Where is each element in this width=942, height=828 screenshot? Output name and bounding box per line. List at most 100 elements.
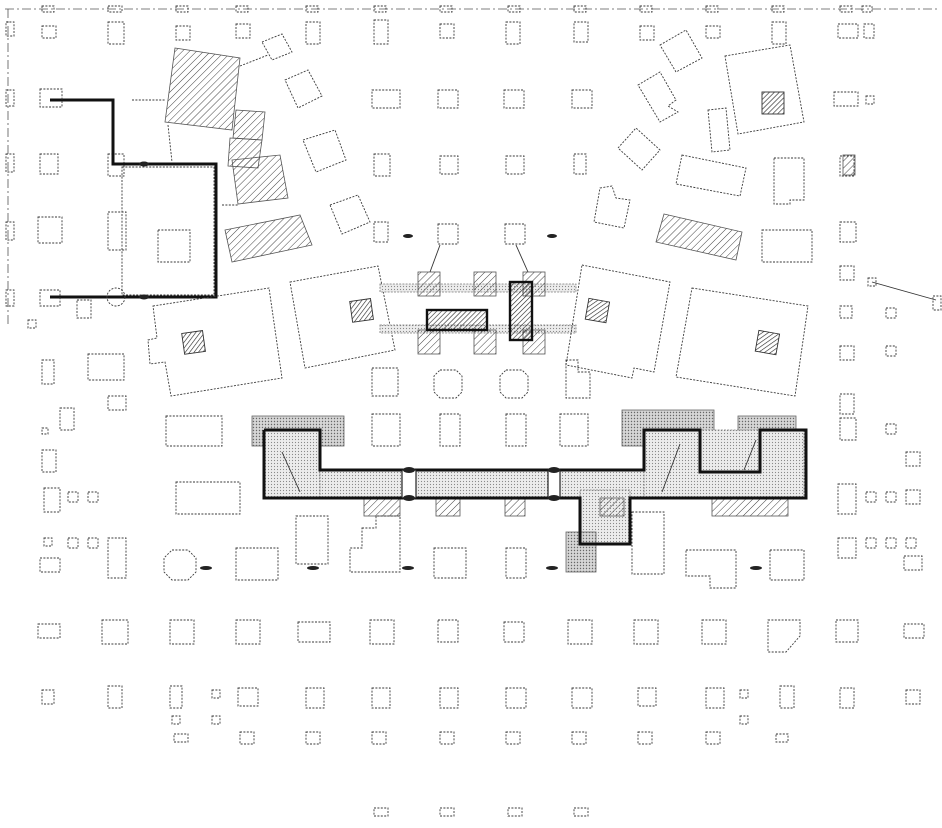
footprint xyxy=(107,5,123,13)
footprint xyxy=(573,153,587,175)
footprint xyxy=(373,221,389,243)
footprint xyxy=(835,619,859,643)
footprint xyxy=(885,345,897,357)
footprint xyxy=(503,621,525,643)
footprint xyxy=(833,91,859,107)
footprint xyxy=(885,491,897,503)
footprint xyxy=(885,423,897,435)
footprint xyxy=(573,807,589,817)
footprint xyxy=(305,731,321,745)
footprint xyxy=(237,687,259,707)
footprint xyxy=(37,623,61,639)
footprint xyxy=(173,733,189,743)
footprint xyxy=(5,153,15,173)
footprint xyxy=(905,451,921,467)
footprint xyxy=(705,731,721,745)
footprint xyxy=(633,619,659,645)
southern-complex xyxy=(251,409,808,589)
footprint xyxy=(573,21,589,43)
footprint xyxy=(505,687,527,709)
west-misc-structures xyxy=(87,353,801,653)
northwest-hatched-cluster xyxy=(132,33,371,263)
footprint xyxy=(439,807,455,817)
footprint xyxy=(567,619,593,645)
footprint xyxy=(41,689,55,705)
footprint xyxy=(87,491,99,503)
footprint xyxy=(437,89,459,109)
footprint xyxy=(637,731,653,745)
footprint xyxy=(861,5,873,13)
footprint xyxy=(371,89,401,109)
footprint xyxy=(87,537,99,549)
footprint xyxy=(211,715,221,725)
footprint xyxy=(739,715,749,725)
west-court-buildings xyxy=(147,265,396,397)
footprint xyxy=(839,687,855,709)
footprint xyxy=(639,25,655,41)
footprint xyxy=(885,537,897,549)
footprint xyxy=(5,289,15,307)
footprint xyxy=(5,21,15,37)
footprint xyxy=(235,23,251,39)
footprint xyxy=(439,155,459,175)
footprint xyxy=(39,153,59,175)
footprint xyxy=(837,537,857,559)
footprint xyxy=(865,95,875,105)
footprint xyxy=(175,25,191,41)
footprint xyxy=(571,89,593,109)
footprint xyxy=(505,155,525,175)
footprint xyxy=(235,619,261,645)
footprint xyxy=(637,687,657,707)
central-link-block xyxy=(379,223,577,355)
footprint xyxy=(305,21,321,45)
footprint xyxy=(903,555,923,571)
footprint xyxy=(439,687,459,709)
footprint xyxy=(573,5,587,13)
footprint xyxy=(59,407,75,431)
footprint xyxy=(571,687,593,709)
footprint xyxy=(571,731,587,745)
footprint xyxy=(771,21,787,45)
footprint xyxy=(41,359,55,385)
footprint xyxy=(505,731,521,745)
footprint xyxy=(107,537,127,579)
footprint xyxy=(839,393,855,415)
footprint xyxy=(39,557,61,573)
northeast-cluster xyxy=(593,29,942,311)
footprint xyxy=(885,307,897,319)
footprint xyxy=(439,5,453,13)
footprint xyxy=(373,807,389,817)
footprint xyxy=(775,733,789,743)
footprint xyxy=(779,685,795,709)
footprint xyxy=(41,427,49,435)
footprint xyxy=(107,685,123,709)
footprint xyxy=(27,319,37,329)
footprint xyxy=(705,5,719,13)
footprint xyxy=(439,23,455,39)
footprint xyxy=(107,153,125,177)
site-boundary xyxy=(5,8,940,325)
footprint xyxy=(503,89,525,109)
footprint xyxy=(169,685,183,709)
footprint xyxy=(839,305,853,319)
footprint xyxy=(41,25,57,39)
footprint xyxy=(169,619,195,645)
footprint xyxy=(369,619,395,645)
footprint xyxy=(373,153,391,177)
footprint xyxy=(41,5,55,13)
footprint xyxy=(175,5,189,13)
footprint xyxy=(41,449,57,473)
footprint xyxy=(43,537,53,547)
footprint xyxy=(101,619,129,645)
footprint xyxy=(839,345,855,361)
footprint xyxy=(701,619,727,645)
footprint xyxy=(437,619,459,643)
footprint xyxy=(507,5,521,13)
footprint xyxy=(705,687,725,709)
footprint xyxy=(639,5,653,13)
footprint xyxy=(905,537,917,549)
footprint xyxy=(837,23,859,39)
footprint xyxy=(839,5,853,13)
footprint xyxy=(67,537,79,549)
